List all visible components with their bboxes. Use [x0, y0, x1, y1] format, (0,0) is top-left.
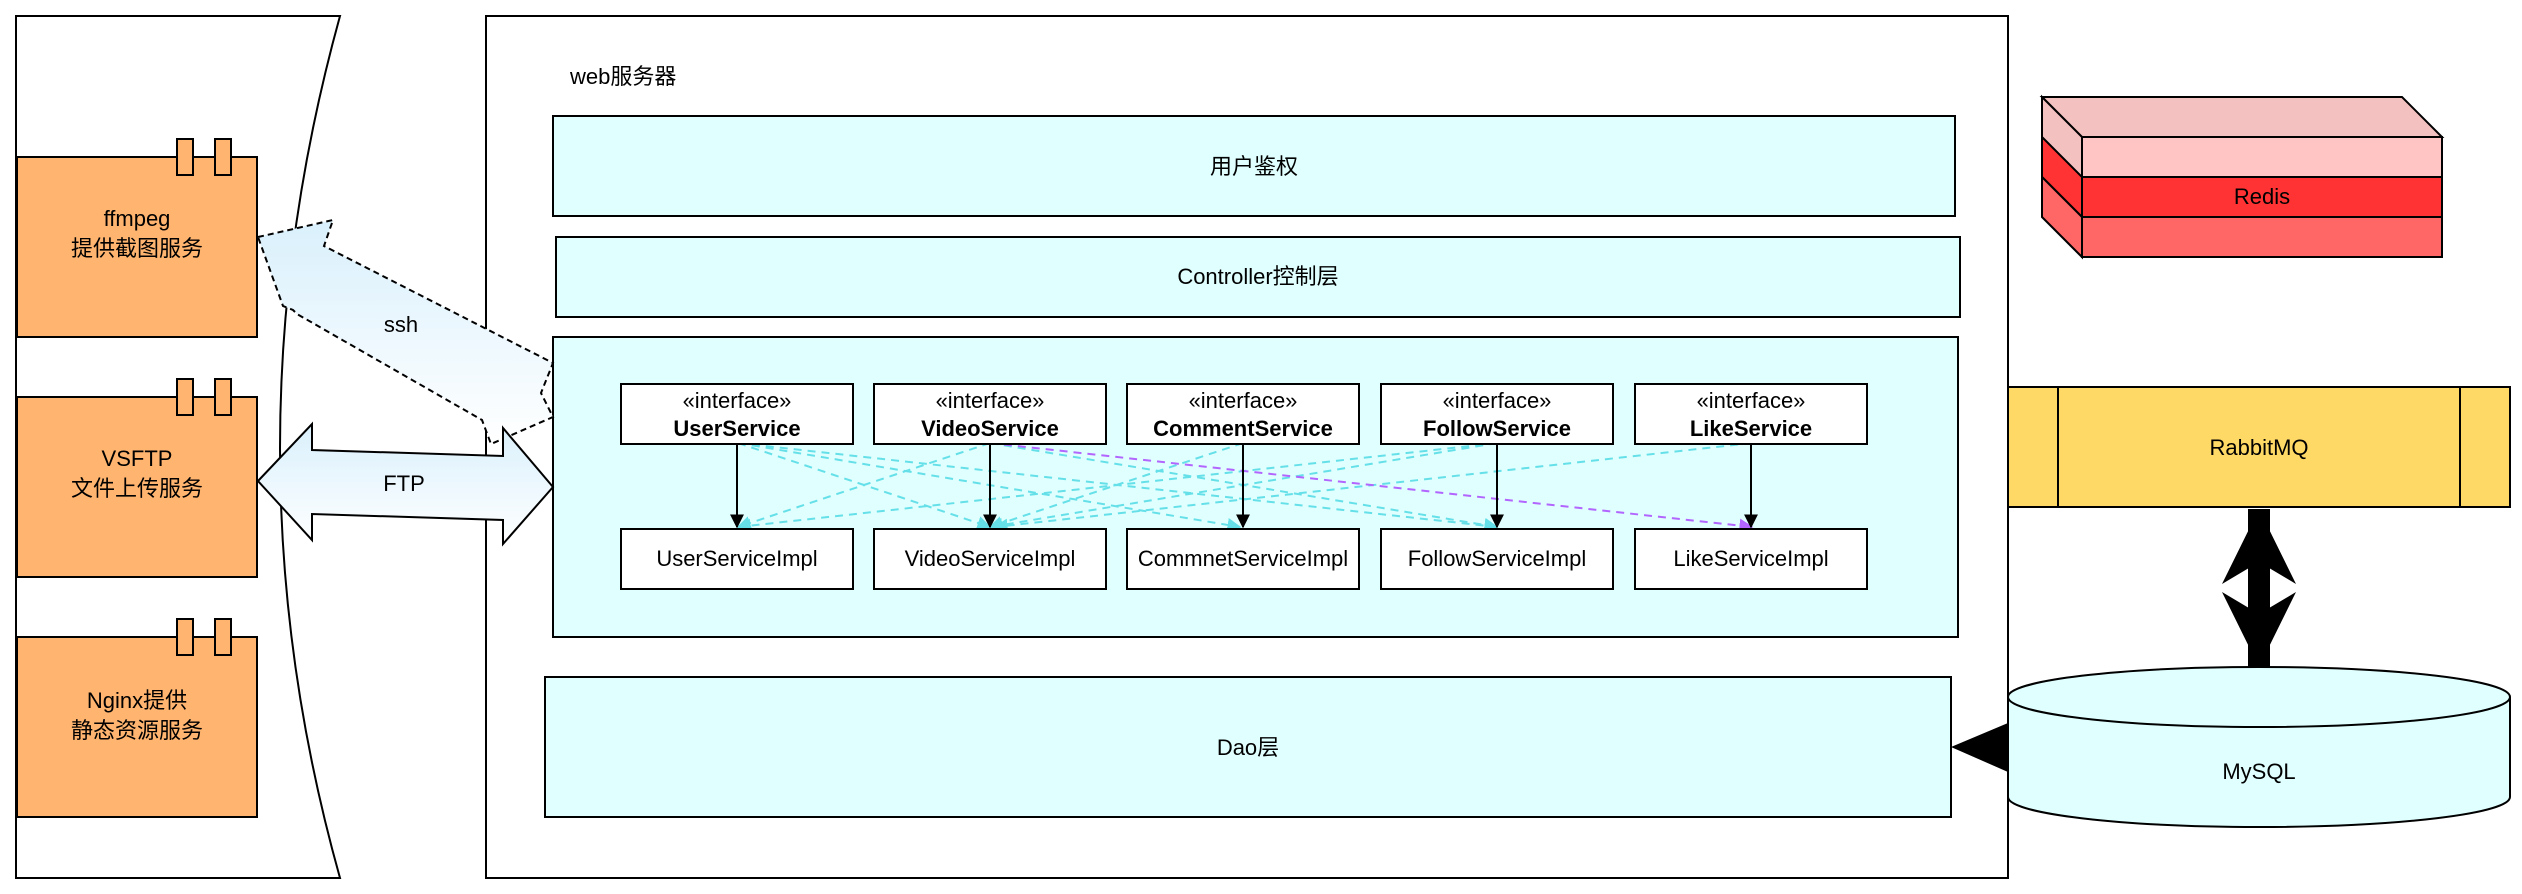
interface-name: VideoService [921, 416, 1059, 441]
interface-user-service: «interface» UserService [620, 383, 854, 445]
vsftp-label: VSFTP [102, 446, 173, 471]
interface-follow-service: «interface» FollowService [1380, 383, 1614, 445]
impl-name: UserServiceImpl [656, 546, 817, 571]
controller-layer-label: Controller控制层 [1177, 264, 1338, 289]
interface-name: LikeService [1690, 416, 1812, 441]
impl-like-service: LikeServiceImpl [1634, 528, 1868, 590]
impl-name: VideoServiceImpl [905, 546, 1076, 571]
interface-name: FollowService [1423, 416, 1571, 441]
ftp-label: FTP [383, 471, 425, 496]
rabbitmq-label: RabbitMQ [2209, 435, 2308, 460]
impl-name: FollowServiceImpl [1408, 546, 1587, 571]
interface-like-service: «interface» LikeService [1634, 383, 1868, 445]
interface-name: UserService [673, 416, 800, 441]
interface-stereotype: «interface» [1189, 388, 1298, 413]
impl-video-service: VideoServiceImpl [873, 528, 1107, 590]
component-ffmpeg: ffmpeg 提供截图服务 [16, 138, 258, 338]
auth-layer-label: 用户鉴权 [1210, 154, 1298, 179]
vsftp-desc: 文件上传服务 [71, 476, 203, 501]
ftp-connection: FTP [256, 421, 555, 547]
web-server-title: web服务器 [569, 64, 676, 89]
interface-stereotype: «interface» [936, 388, 1045, 413]
redis-block: Redis [2039, 94, 2445, 260]
mysql-database: MySQL [2007, 666, 2511, 828]
ssh-label: ssh [384, 312, 418, 337]
realization-arrows [730, 444, 1758, 529]
nginx-desc: 静态资源服务 [71, 718, 203, 743]
interface-stereotype: «interface» [683, 388, 792, 413]
dao-layer-label: Dao层 [1217, 735, 1279, 760]
auth-layer [552, 115, 1956, 217]
impl-name: LikeServiceImpl [1673, 546, 1828, 571]
mq-mysql-connector [2222, 509, 2296, 667]
redis-label: Redis [2234, 184, 2290, 209]
dao-mysql-arrow [1951, 723, 2008, 772]
controller-layer [555, 236, 1961, 318]
ffmpeg-desc: 提供截图服务 [71, 236, 203, 261]
impl-follow-service: FollowServiceImpl [1380, 528, 1614, 590]
dao-layer [544, 676, 1952, 818]
ffmpeg-label: ffmpeg [104, 206, 171, 231]
component-nginx: Nginx提供 静态资源服务 [16, 618, 258, 818]
impl-comment-service: CommnetServiceImpl [1126, 528, 1360, 590]
impl-name: CommnetServiceImpl [1138, 546, 1348, 571]
interface-comment-service: «interface» CommentService [1126, 383, 1360, 445]
mysql-label: MySQL [2222, 759, 2295, 784]
interface-name: CommentService [1153, 416, 1333, 441]
component-vsftp: VSFTP 文件上传服务 [16, 378, 258, 578]
interface-stereotype: «interface» [1697, 388, 1806, 413]
interface-video-service: «interface» VideoService [873, 383, 1107, 445]
rabbitmq-block: RabbitMQ [2007, 386, 2511, 508]
nginx-label: Nginx提供 [87, 688, 187, 713]
ssh-connection: ssh [256, 218, 555, 446]
impl-user-service: UserServiceImpl [620, 528, 854, 590]
interface-stereotype: «interface» [1443, 388, 1552, 413]
